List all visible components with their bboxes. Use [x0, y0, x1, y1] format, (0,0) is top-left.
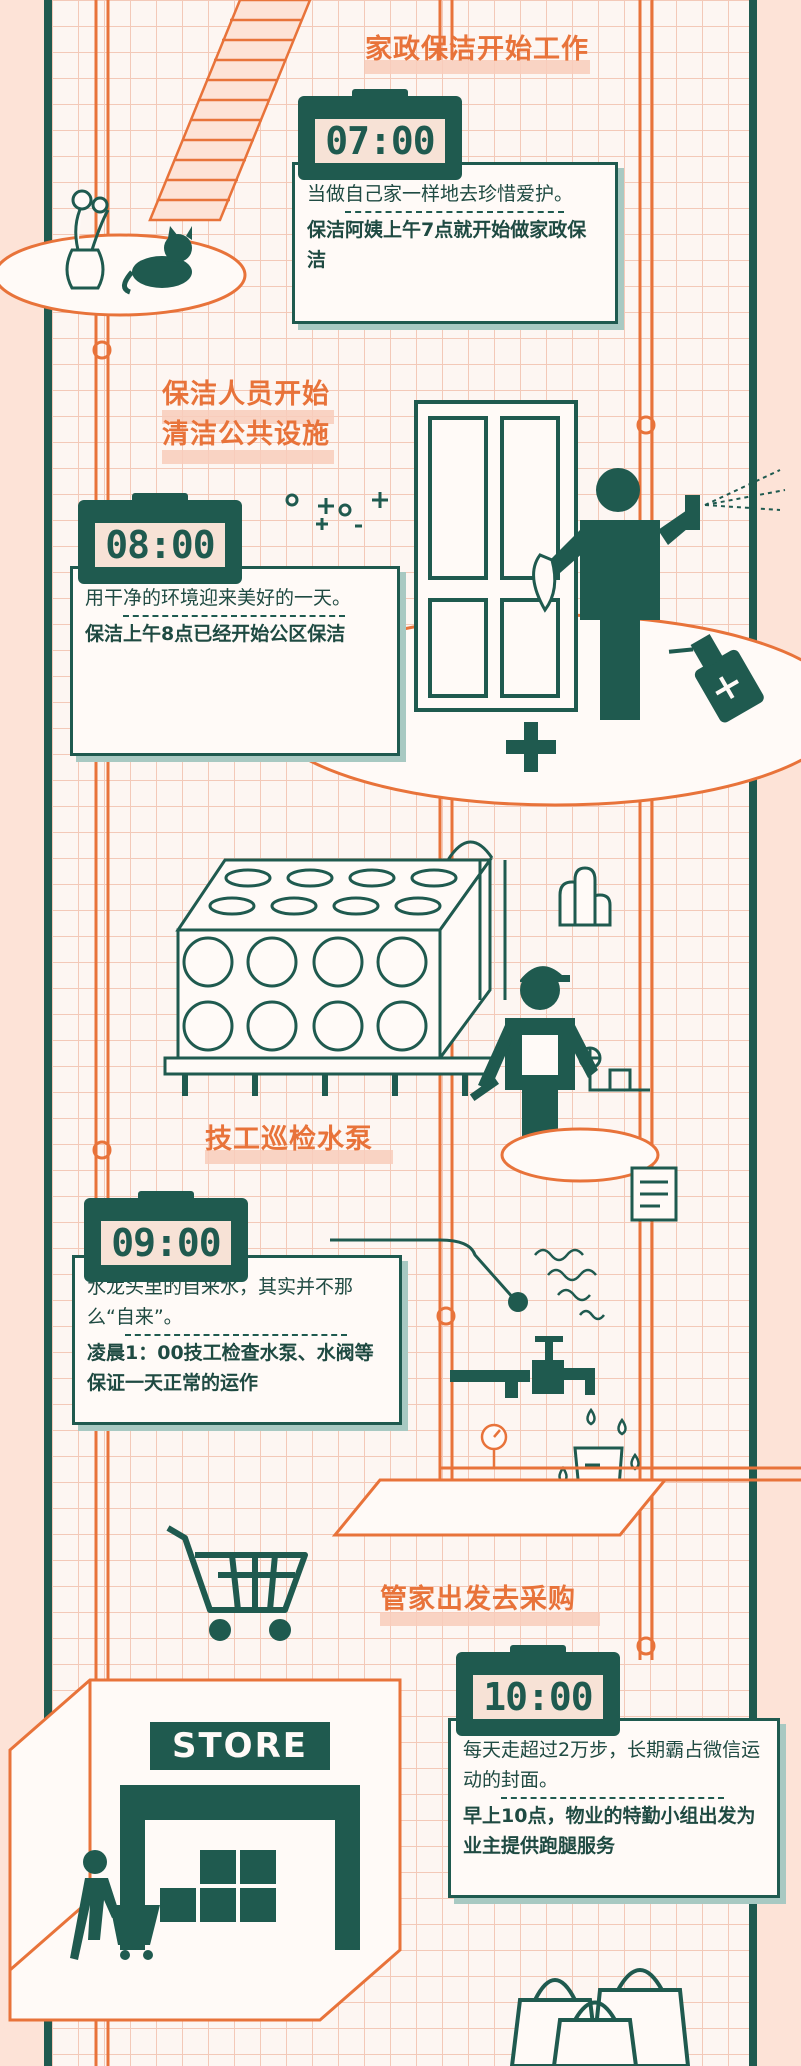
- plus-icon: [506, 722, 556, 772]
- shopping-bags-icon: [509, 1968, 691, 2066]
- squiggle-decor: [534, 1248, 605, 1321]
- section-heading: 管家出发去采购: [380, 1580, 576, 1620]
- clock-time: 08:00: [105, 523, 215, 567]
- heading-line: 清洁公共设施: [162, 419, 330, 450]
- heading-line: 技工巡检水泵: [205, 1124, 373, 1155]
- cleaner-icon: [532, 468, 700, 720]
- heading-highlight: [380, 1612, 600, 1626]
- clipboard-icon: [630, 1166, 678, 1222]
- connector: [330, 1238, 517, 1301]
- stairs-icon: [148, 0, 312, 222]
- clock-tab: [352, 89, 408, 96]
- clock-screen: 07:00: [312, 116, 448, 166]
- spray-mist: [704, 469, 786, 511]
- dots-decor: [285, 492, 388, 530]
- store-icon: [8, 1678, 402, 2022]
- store-sign: STORE: [172, 1726, 308, 1766]
- clock-screen: 10:00: [470, 1672, 606, 1722]
- clock-screen: 09:00: [98, 1218, 234, 1268]
- heading-line: 保洁人员开始: [162, 379, 330, 410]
- clock-time: 07:00: [325, 119, 435, 163]
- clock-badge: 07:00: [298, 89, 462, 180]
- cart-icon: [166, 1525, 308, 1641]
- heading-highlight: [205, 1150, 393, 1164]
- clock-badge: 08:00: [78, 493, 242, 584]
- bottles-decor: [558, 866, 612, 927]
- info-card: 当做自己家一样地去珍惜爱护。 保洁阿姨上午7点就开始做家政保洁: [292, 162, 618, 324]
- clock-time: 10:00: [483, 1675, 593, 1719]
- faucet-icon: [450, 1336, 595, 1398]
- card-detail: 保洁阿姨上午7点就开始做家政保洁: [307, 219, 587, 271]
- door-icon: [414, 400, 578, 712]
- divider: [125, 1334, 347, 1336]
- clock-badge: 10:00: [456, 1645, 620, 1736]
- platform: [331, 1478, 669, 1537]
- clock-tab: [132, 493, 188, 500]
- gauge-icon: [480, 1423, 508, 1468]
- info-card: 每天走超过2万步，长期霸占微信运动的封面。 早上10点，物业的特勤小组出发为业主…: [448, 1718, 780, 1898]
- right-rail: [749, 0, 757, 2066]
- clock-tab: [510, 1645, 566, 1652]
- card-description: 每天走超过2万步，长期霸占微信运动的封面。: [463, 1739, 761, 1791]
- card-description: 当做自己家一样地去珍惜爱护。: [307, 183, 574, 205]
- clock-tab: [138, 1191, 194, 1198]
- left-margin: [0, 0, 44, 2066]
- valve-pipe: [578, 1046, 650, 1092]
- heading-highlight: [365, 60, 590, 74]
- vase-icon: [65, 189, 110, 290]
- clock-screen: 08:00: [92, 520, 228, 570]
- section-heading: 保洁人员开始 清洁公共设施: [162, 375, 330, 455]
- card-detail: 凌晨1：00技工检查水泵、水阀等保证一天正常的运作: [87, 1342, 374, 1394]
- clock-badge: 09:00: [84, 1191, 248, 1282]
- left-rail: [44, 0, 52, 2066]
- water-tank-icon: [163, 840, 507, 1096]
- heading-line: 家政保洁开始工作: [365, 34, 589, 65]
- divider: [123, 615, 345, 617]
- card-detail: 早上10点，物业的特勤小组出发为业主提供跑腿服务: [463, 1805, 756, 1857]
- divider: [501, 1797, 725, 1799]
- platform: [0, 233, 247, 317]
- clock-time: 09:00: [111, 1221, 221, 1265]
- heading-highlight: [162, 410, 334, 424]
- connector-dot: [508, 1292, 528, 1312]
- cat-icon: [122, 226, 192, 295]
- spray-bottle-icon: [668, 634, 764, 723]
- card-detail: 保洁上午8点已经开始公区保洁: [85, 623, 346, 645]
- section-heading: 技工巡检水泵: [205, 1120, 373, 1160]
- info-card: 用干净的环境迎来美好的一天。 保洁上午8点已经开始公区保洁: [70, 566, 400, 756]
- divider: [345, 211, 565, 213]
- card-description: 用干净的环境迎来美好的一天。: [85, 587, 352, 609]
- heading-line: 管家出发去采购: [380, 1584, 576, 1615]
- heading-highlight: [162, 450, 334, 464]
- shopper-icon: [70, 1850, 160, 1960]
- section-heading: 家政保洁开始工作: [365, 30, 589, 70]
- platform: [500, 1127, 660, 1183]
